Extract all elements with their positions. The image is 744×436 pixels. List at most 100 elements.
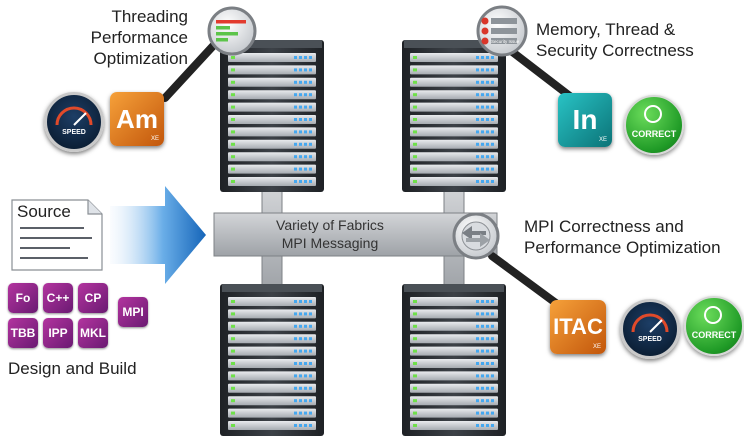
activity-led	[299, 424, 302, 427]
activity-led	[481, 180, 484, 183]
activity-led	[476, 180, 479, 183]
activity-led	[294, 312, 297, 316]
activity-led	[299, 312, 302, 316]
activity-led	[486, 399, 489, 403]
rack-slot	[410, 127, 498, 137]
activity-led	[476, 324, 479, 328]
activity-led	[486, 142, 489, 146]
activity-led	[309, 312, 312, 316]
thread-bar	[216, 20, 246, 24]
rack-top-left	[220, 40, 324, 192]
rack-slot	[228, 371, 316, 381]
document-page	[11, 199, 103, 271]
activity-led	[309, 142, 312, 146]
correct-label: CORRECT	[631, 129, 677, 139]
status-led	[231, 118, 235, 121]
status-led	[231, 142, 235, 146]
activity-led	[294, 130, 297, 134]
activity-led	[294, 337, 297, 341]
activity-led	[476, 56, 479, 59]
speed-gauge-icon-2: SPEED	[620, 299, 680, 359]
rack-slot	[410, 177, 498, 186]
status-led	[413, 167, 417, 171]
activity-led	[476, 118, 479, 121]
correct-label-2: CORRECT	[691, 330, 737, 340]
activity-led	[299, 362, 302, 365]
arrow-right-icon	[466, 233, 490, 247]
activity-led	[491, 118, 494, 121]
activity-led	[481, 312, 484, 316]
amplifier-abbr: Am	[116, 103, 158, 134]
activity-led	[486, 56, 489, 59]
rack-slot	[228, 53, 316, 62]
activity-led	[294, 324, 297, 328]
status-led	[231, 80, 235, 84]
rack-slot	[228, 309, 316, 319]
activity-led	[491, 130, 494, 134]
speed-gauge-icon: SPEED	[44, 92, 104, 152]
rack-slot	[410, 309, 498, 319]
rack-slot	[228, 334, 316, 344]
activity-led	[309, 118, 312, 121]
activity-led	[481, 80, 484, 84]
activity-led	[294, 362, 297, 365]
status-led	[413, 411, 417, 415]
status-led	[413, 180, 417, 183]
activity-led	[304, 337, 307, 341]
activity-led	[304, 130, 307, 134]
activity-led	[299, 105, 302, 109]
source-document	[11, 199, 103, 271]
rack-slot	[410, 115, 498, 124]
activity-led	[294, 80, 297, 84]
status-led	[413, 424, 417, 427]
amplifier-edition: XE	[150, 136, 159, 142]
activity-led	[309, 180, 312, 183]
rack-slot	[228, 77, 316, 87]
activity-led	[486, 374, 489, 378]
magnifier-threading	[207, 6, 257, 56]
flow-arrow	[110, 186, 206, 284]
status-led	[231, 337, 235, 341]
status-led	[231, 411, 235, 415]
status-led	[231, 386, 235, 390]
activity-led	[304, 300, 307, 303]
activity-led	[486, 411, 489, 415]
status-led	[231, 300, 235, 303]
activity-led	[486, 80, 489, 84]
label-threading: Threading Performance Optimization	[60, 6, 188, 69]
tile-fortran: Fo	[8, 283, 38, 313]
activity-led	[491, 68, 494, 72]
activity-led	[491, 337, 494, 341]
rack-top-cap	[222, 40, 322, 48]
rack-slot	[410, 53, 498, 62]
rack-slot	[410, 77, 498, 87]
activity-led	[304, 80, 307, 84]
status-led	[231, 424, 235, 427]
status-led	[413, 300, 417, 303]
activity-led	[481, 130, 484, 134]
activity-led	[481, 349, 484, 353]
magnifier-handle-threading	[161, 42, 217, 102]
status-led	[231, 324, 235, 328]
activity-led	[476, 167, 479, 171]
activity-led	[481, 93, 484, 97]
rack-slot	[228, 346, 316, 356]
status-led	[231, 399, 235, 403]
activity-led	[309, 411, 312, 415]
rack-slot	[228, 297, 316, 306]
activity-led	[481, 399, 484, 403]
status-led	[413, 118, 417, 121]
activity-led	[491, 56, 494, 59]
source-label: Source	[17, 202, 71, 221]
rack-slot	[410, 383, 498, 393]
activity-led	[304, 68, 307, 72]
activity-led	[304, 386, 307, 390]
rack-slot	[228, 139, 316, 149]
activity-led	[294, 399, 297, 403]
rack-slot	[410, 408, 498, 418]
activity-led	[309, 399, 312, 403]
activity-led	[481, 142, 484, 146]
thread-bar	[216, 32, 238, 36]
activity-led	[304, 362, 307, 365]
